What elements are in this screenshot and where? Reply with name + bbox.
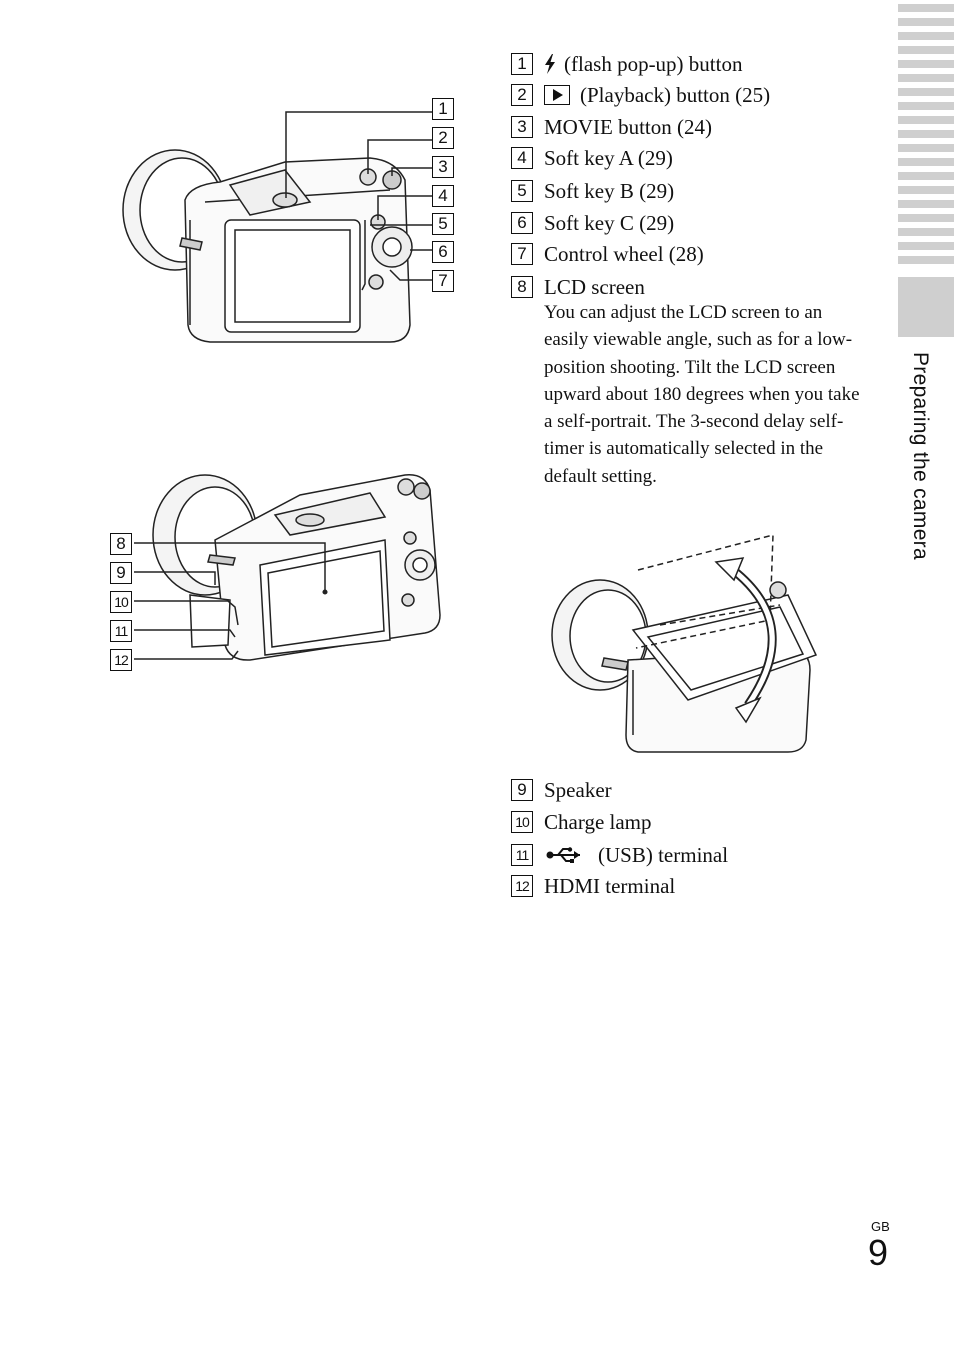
callout-12: 12 — [110, 649, 132, 671]
item-number: 6 — [511, 212, 533, 234]
item-number: 7 — [511, 243, 533, 265]
item-text: Soft key C (29) — [544, 211, 675, 235]
usb-icon — [546, 847, 580, 863]
item-number: 2 — [511, 84, 533, 106]
camera-rear-top-illustration — [122, 111, 432, 343]
callout-8: 8 — [110, 533, 132, 555]
item-number: 12 — [511, 875, 533, 897]
section-tab-active — [898, 277, 954, 337]
callout-6: 6 — [432, 241, 454, 263]
item-number: 3 — [511, 116, 533, 138]
item-number: 9 — [511, 779, 533, 801]
lcd-description: You can adjust the LCD screen to an easi… — [544, 302, 860, 487]
section-label: Preparing the camera — [909, 352, 932, 560]
item-text: Control wheel (28) — [544, 242, 704, 266]
item-text: (Playback) button (25) — [580, 83, 771, 107]
page-number: 9 — [868, 1232, 889, 1273]
callout-4: 4 — [432, 185, 454, 207]
flash-icon — [545, 54, 555, 74]
callout-1: 1 — [432, 98, 454, 120]
item-number: 10 — [511, 811, 533, 833]
callout-2: 2 — [432, 127, 454, 149]
item-text: (USB) terminal — [598, 843, 729, 867]
item-text: Soft key A (29) — [544, 146, 673, 170]
callout-9: 9 — [110, 562, 132, 584]
page-region-label: GB — [871, 1219, 890, 1234]
callout-10: 10 — [110, 591, 132, 613]
callout-7: 7 — [432, 270, 454, 292]
playback-icon — [544, 85, 570, 105]
callout-11: 11 — [110, 620, 132, 642]
item-text: Charge lamp — [544, 810, 652, 834]
callout-3: 3 — [432, 156, 454, 178]
lcd-tilt-illustration — [551, 534, 818, 753]
item-text: HDMI terminal — [544, 874, 676, 898]
camera-rear-side-illustration — [134, 474, 441, 661]
callout-5: 5 — [432, 213, 454, 235]
item-number: 5 — [511, 180, 533, 202]
item-number: 1 — [511, 53, 533, 75]
item-text: Soft key B (29) — [544, 179, 675, 203]
item-number: 11 — [511, 844, 533, 866]
item-number: 4 — [511, 147, 533, 169]
item-text: (flash pop-up) button — [564, 52, 743, 76]
item-text: LCD screen — [544, 275, 645, 299]
item-text: Speaker — [544, 778, 612, 802]
item-number: 8 — [511, 276, 533, 298]
item-text: MOVIE button (24) — [544, 115, 712, 139]
